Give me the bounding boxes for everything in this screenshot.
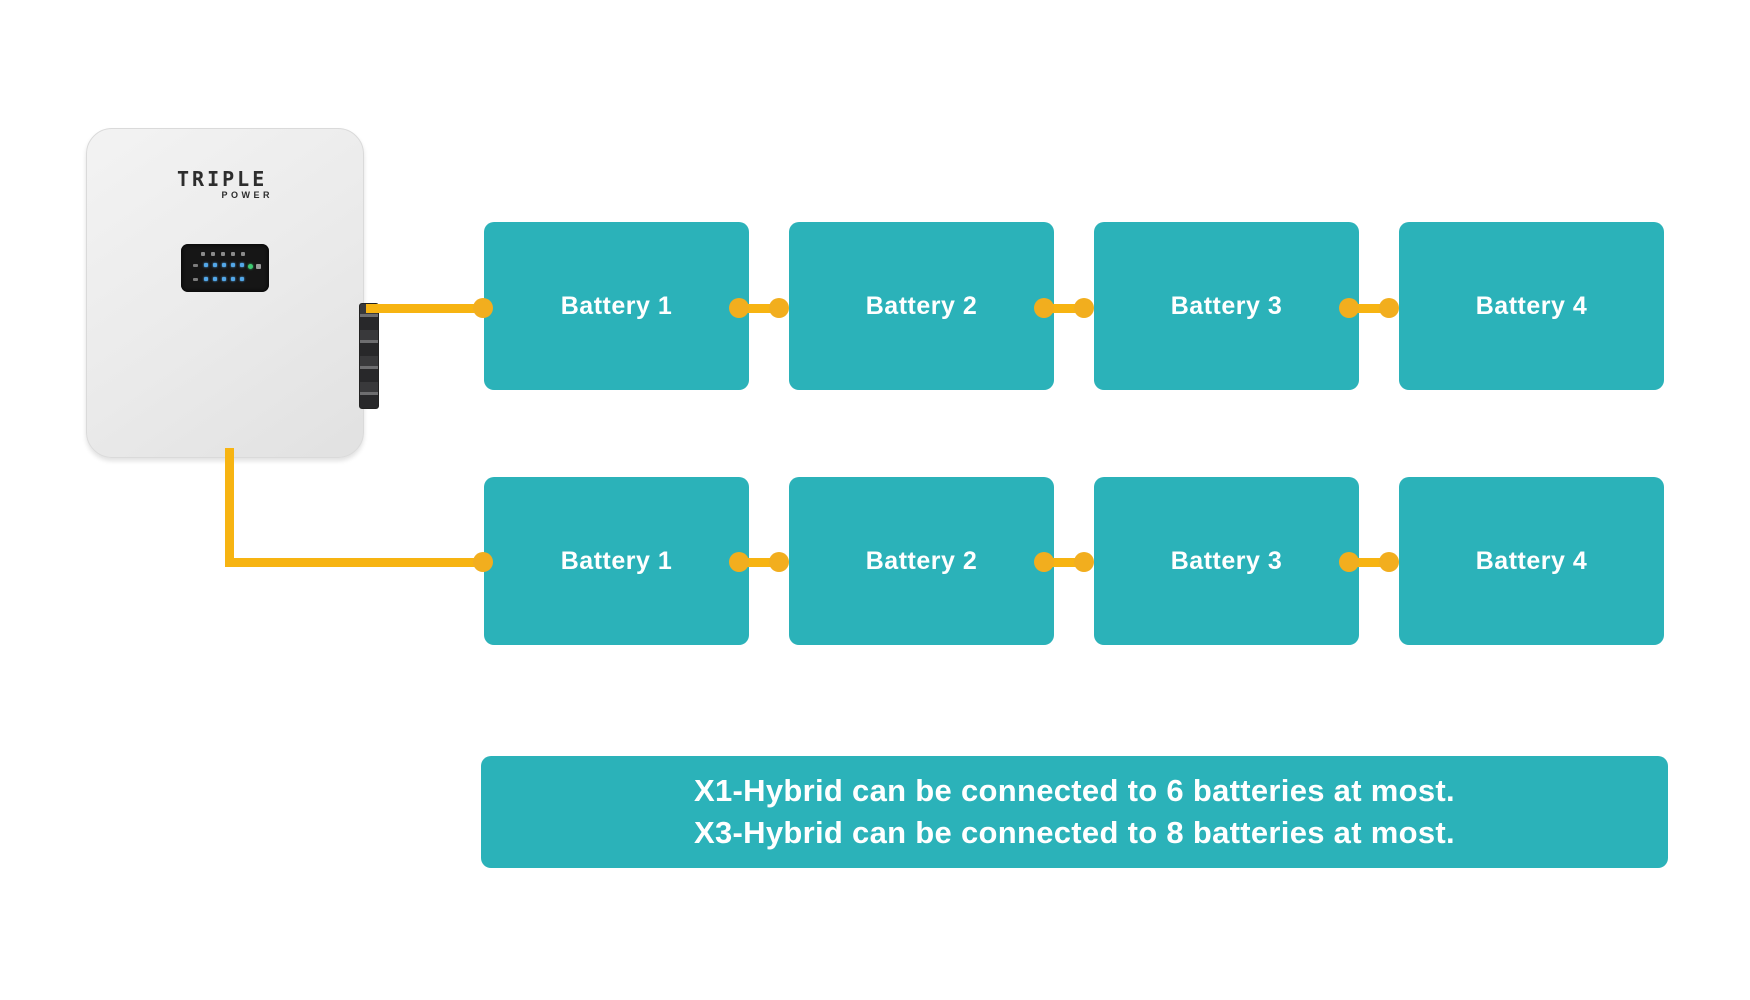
display-icon bbox=[211, 252, 215, 256]
led-row-label bbox=[193, 263, 198, 267]
battery-link-connector bbox=[1034, 552, 1094, 572]
battery-box: Battery 3 bbox=[1094, 477, 1359, 645]
led-indicator-row bbox=[193, 263, 244, 267]
display-icon bbox=[241, 252, 245, 256]
battery-link-connector bbox=[729, 298, 789, 318]
brand-name-text: TRIPLE bbox=[177, 167, 268, 191]
connector-dot bbox=[769, 298, 789, 318]
battery-label: Battery 3 bbox=[1170, 291, 1283, 320]
battery-label: Battery 1 bbox=[560, 546, 673, 575]
brand-subname-text: POWER bbox=[221, 190, 273, 200]
battery-link-connector bbox=[1034, 298, 1094, 318]
blue-led-icon bbox=[204, 263, 208, 267]
brand-logo: TRIPLE POWER bbox=[177, 169, 273, 200]
battery-label: Battery 4 bbox=[1475, 291, 1588, 320]
note-banner: X1-Hybrid can be connected to 6 batterie… bbox=[481, 756, 1668, 868]
battery-box: Battery 4 bbox=[1399, 477, 1664, 645]
connector-dot bbox=[1339, 552, 1359, 572]
led-row-label bbox=[193, 277, 198, 281]
note-line-1: X1-Hybrid can be connected to 6 batterie… bbox=[694, 773, 1455, 808]
battery-label: Battery 3 bbox=[1170, 546, 1283, 575]
blue-led-icon bbox=[222, 277, 226, 281]
cable-string2-vertical bbox=[225, 448, 234, 567]
battery-link-connector bbox=[1339, 552, 1399, 572]
blue-led-icon bbox=[213, 263, 217, 267]
blue-led-icon bbox=[240, 277, 244, 281]
cable-end-dot bbox=[473, 552, 493, 572]
blue-led-icon bbox=[222, 263, 226, 267]
inverter-unit: TRIPLE POWER bbox=[86, 128, 364, 458]
connector-bar bbox=[1044, 557, 1084, 567]
display-icon bbox=[221, 252, 225, 256]
blue-led-icon bbox=[204, 277, 208, 281]
connector-dot bbox=[1379, 552, 1399, 572]
connector-dot bbox=[1339, 298, 1359, 318]
display-icon bbox=[231, 252, 235, 256]
connector-bar bbox=[1349, 557, 1389, 567]
blue-led-icon bbox=[213, 277, 217, 281]
battery-link-connector bbox=[1339, 298, 1399, 318]
battery-label: Battery 4 bbox=[1475, 546, 1588, 575]
blue-led-icon bbox=[240, 263, 244, 267]
inverter-terminal-block bbox=[359, 303, 379, 409]
battery-label: Battery 1 bbox=[560, 291, 673, 320]
connector-bar bbox=[739, 557, 779, 567]
connector-bar bbox=[1349, 303, 1389, 313]
battery-box: Battery 1 bbox=[484, 477, 749, 645]
connector-dot bbox=[729, 298, 749, 318]
battery-box: Battery 1 bbox=[484, 222, 749, 390]
display-mode-icons bbox=[201, 252, 245, 256]
battery-link-connector bbox=[729, 552, 789, 572]
battery-box: Battery 3 bbox=[1094, 222, 1359, 390]
connector-dot bbox=[1034, 552, 1054, 572]
display-icon bbox=[201, 252, 205, 256]
note-line-2: X3-Hybrid can be connected to 8 batterie… bbox=[694, 815, 1455, 850]
blue-led-icon bbox=[231, 277, 235, 281]
connector-dot bbox=[1074, 552, 1094, 572]
gray-status-icon bbox=[256, 264, 261, 269]
cable-string1 bbox=[366, 303, 483, 313]
battery-label: Battery 2 bbox=[865, 291, 978, 320]
led-indicator-row bbox=[193, 277, 244, 281]
connector-dot bbox=[1034, 298, 1054, 318]
battery-box: Battery 2 bbox=[789, 477, 1054, 645]
blue-led-icon bbox=[231, 263, 235, 267]
connector-dot bbox=[729, 552, 749, 572]
battery-label: Battery 2 bbox=[865, 546, 978, 575]
cable-end-dot bbox=[473, 298, 493, 318]
status-led-cluster bbox=[248, 264, 261, 269]
battery-box: Battery 4 bbox=[1399, 222, 1664, 390]
connector-bar bbox=[739, 303, 779, 313]
connector-dot bbox=[769, 552, 789, 572]
connector-dot bbox=[1074, 298, 1094, 318]
connector-dot bbox=[1379, 298, 1399, 318]
led-display-panel bbox=[181, 244, 269, 292]
battery-box: Battery 2 bbox=[789, 222, 1054, 390]
cable-string2-horizontal bbox=[225, 557, 483, 567]
green-status-led-icon bbox=[248, 264, 253, 269]
connector-bar bbox=[1044, 303, 1084, 313]
